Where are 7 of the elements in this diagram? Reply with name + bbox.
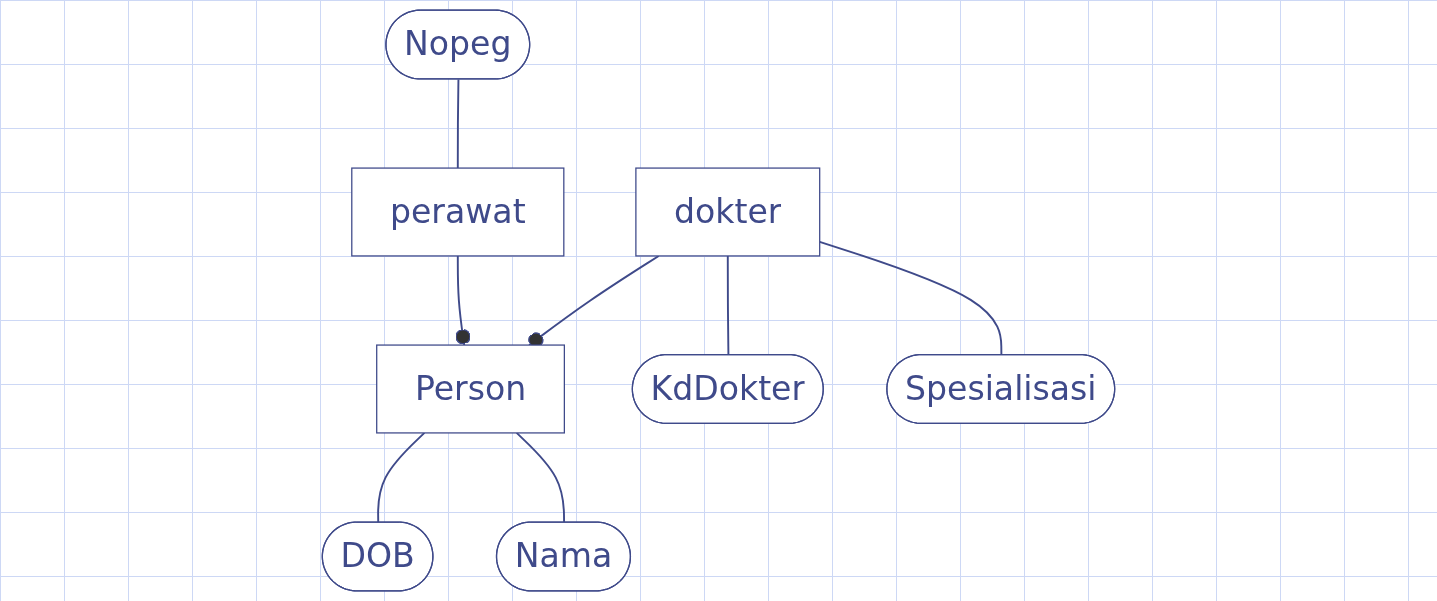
connector — [377, 431, 426, 524]
connector — [515, 431, 566, 524]
connector — [455, 254, 471, 347]
node-box: Person — [376, 344, 565, 434]
node-box: dokter — [635, 167, 821, 257]
connector — [456, 78, 460, 170]
node-box: perawat — [351, 167, 565, 257]
